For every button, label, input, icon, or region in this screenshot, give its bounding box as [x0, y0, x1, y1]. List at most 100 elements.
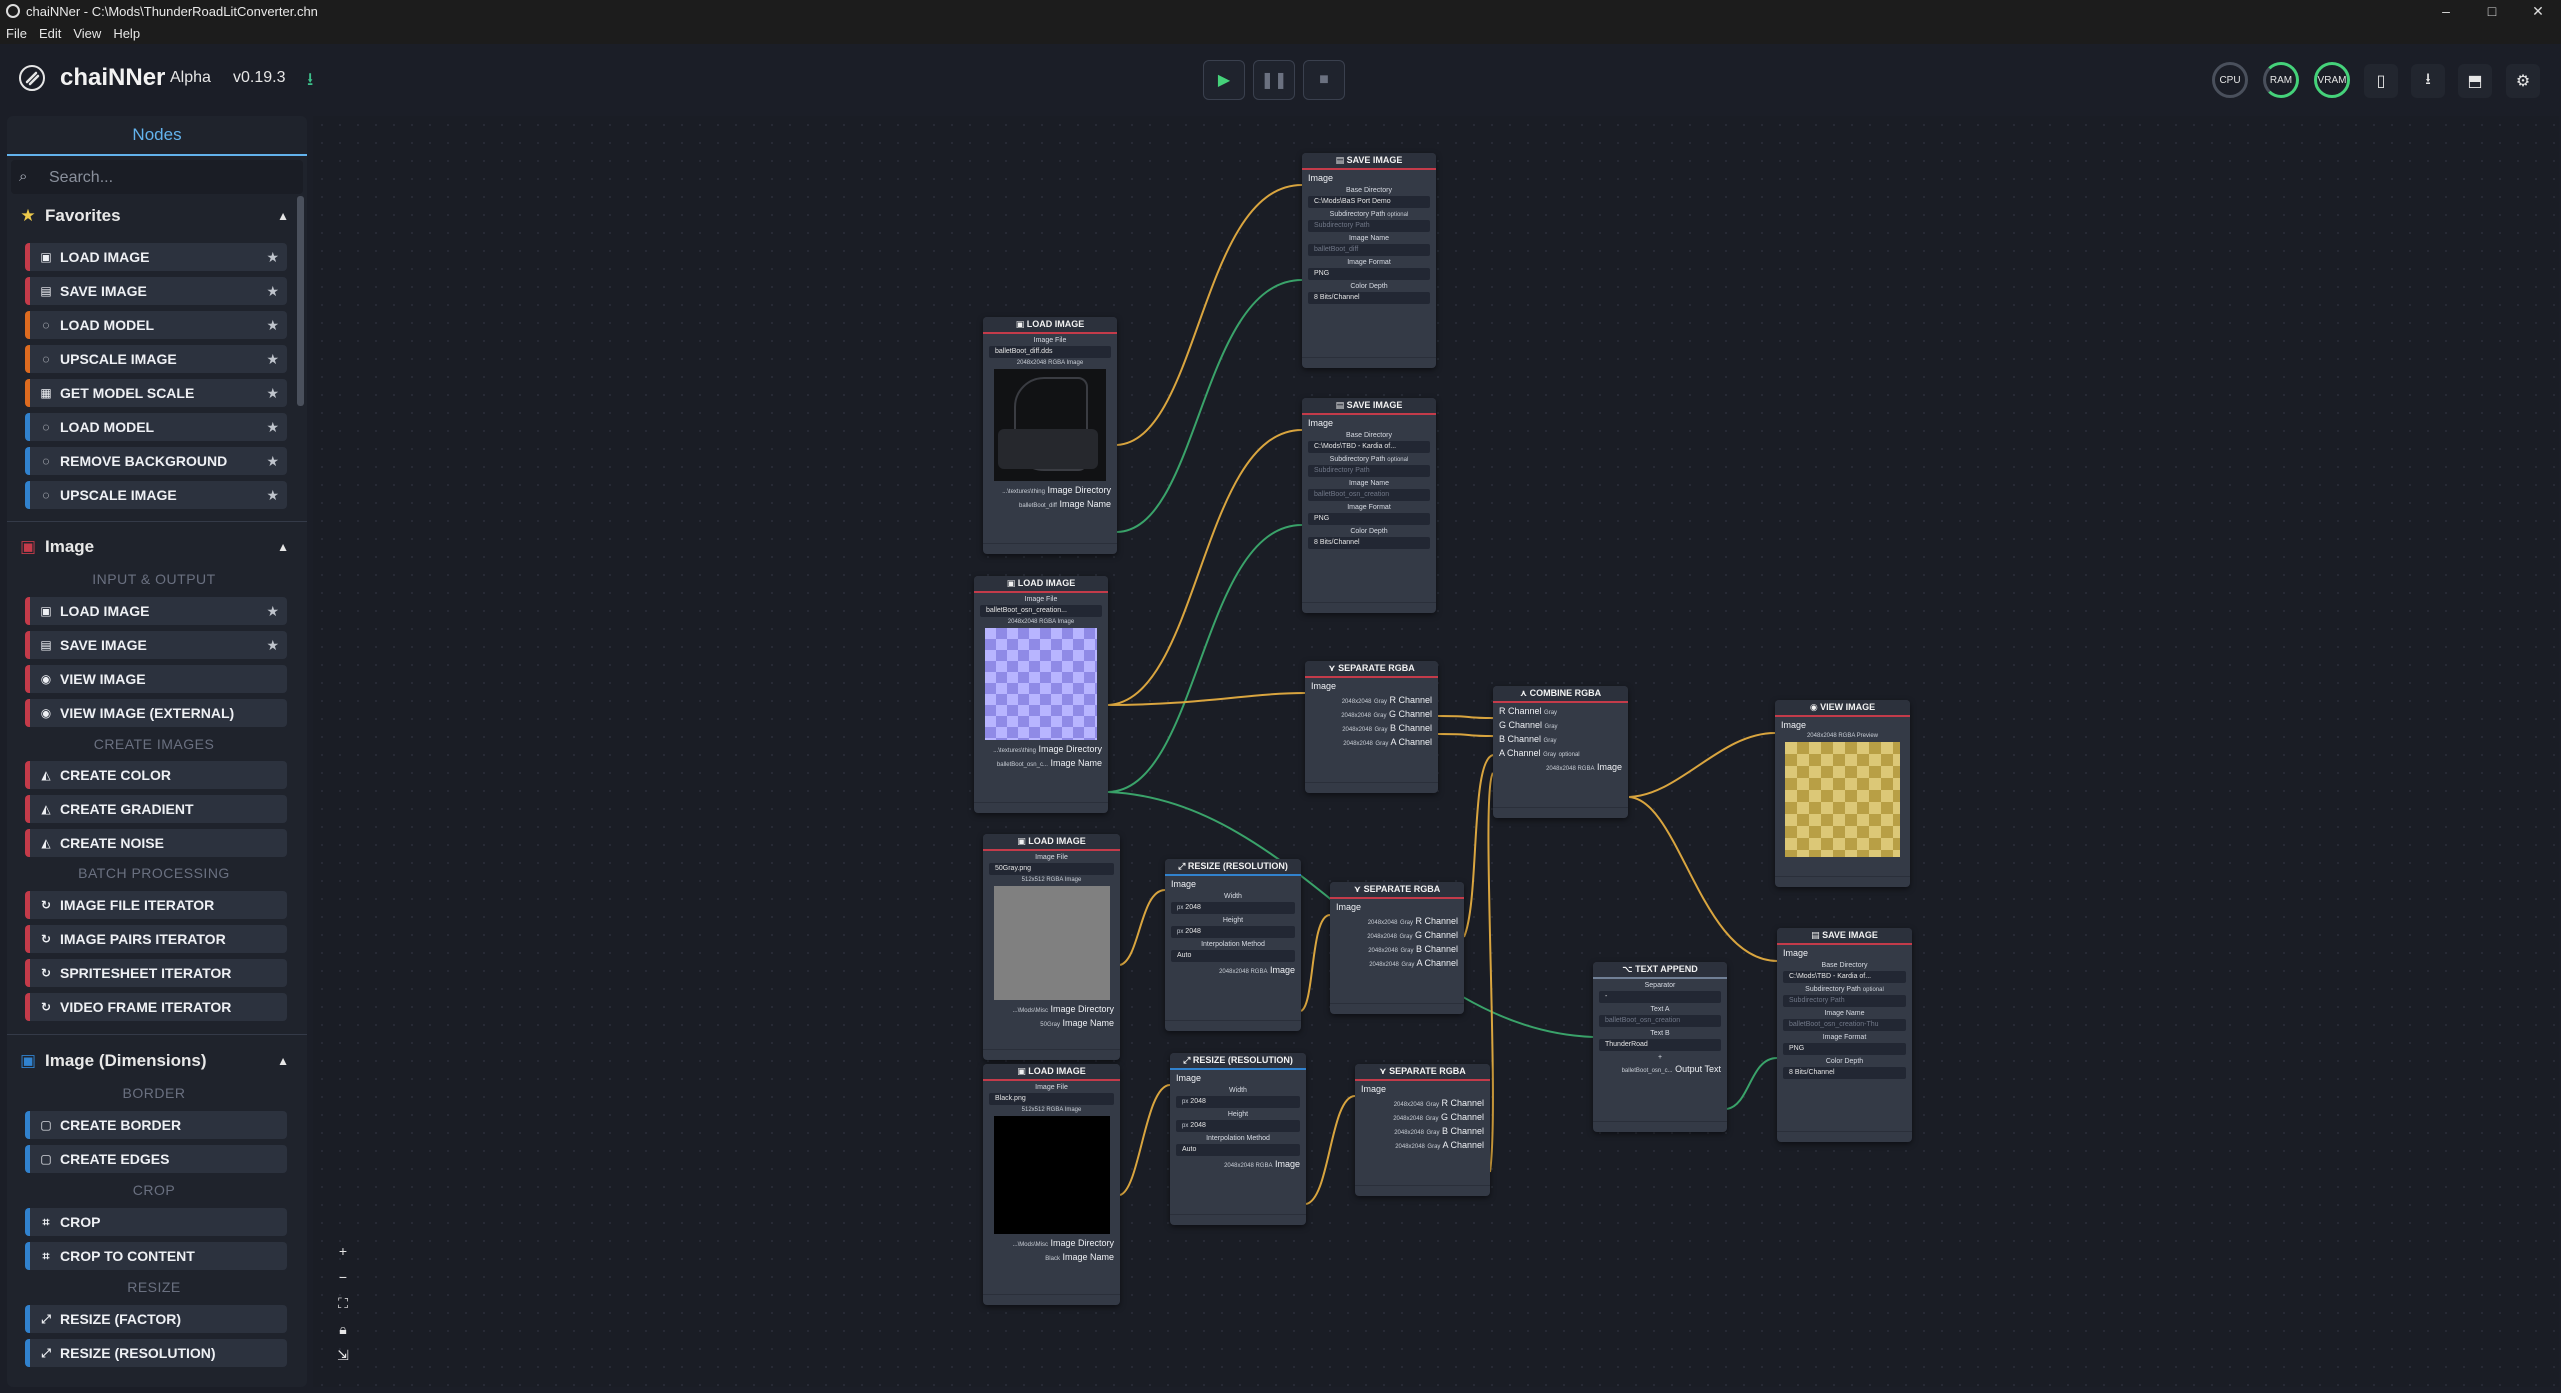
- favorite-get-model-scale[interactable]: ▦GET MODEL SCALE★: [25, 379, 287, 407]
- color-depth-select[interactable]: 8 Bits/Channel: [1308, 537, 1430, 549]
- node-create-noise[interactable]: ◭CREATE NOISE: [25, 829, 287, 857]
- node-header[interactable]: ⋎ SEPARATE RGBA: [1355, 1064, 1490, 1081]
- input-a-channel[interactable]: A Channel Gray optional: [1499, 748, 1580, 758]
- node-resize-factor[interactable]: ⤢RESIZE (FACTOR): [25, 1305, 287, 1333]
- node-resize-resolution[interactable]: ⤢ RESIZE (RESOLUTION) Image Width px 204…: [1165, 859, 1301, 1031]
- input-image[interactable]: Image: [1311, 681, 1337, 691]
- output-a-channel[interactable]: 2048x2048 Gray A Channel: [1343, 737, 1432, 747]
- tab-nodes[interactable]: Nodes: [7, 116, 307, 156]
- menu-help[interactable]: Help: [113, 25, 141, 41]
- output-image-directory[interactable]: ...\textures\thing Image Directory: [1002, 485, 1111, 495]
- node-image-file-iterator[interactable]: ↻IMAGE FILE ITERATOR: [25, 891, 287, 919]
- output-g-channel[interactable]: 2048x2048 Gray G Channel: [1393, 1112, 1484, 1122]
- node-header[interactable]: ▣ LOAD IMAGE: [974, 576, 1108, 593]
- output-image-name[interactable]: balletBoot_osn_c... Image Name: [996, 758, 1102, 768]
- favorite-save-image[interactable]: ▤SAVE IMAGE★: [25, 277, 287, 305]
- node-separate-rgba[interactable]: ⋎ SEPARATE RGBA Image 2048x2048 Gray R C…: [1305, 661, 1438, 793]
- subdirectory-field[interactable]: Subdirectory Path: [1308, 220, 1430, 232]
- output-image[interactable]: 2048x2048 RGBA Image: [1219, 965, 1295, 975]
- node-header[interactable]: ▤ SAVE IMAGE: [1302, 398, 1436, 415]
- output-b-channel[interactable]: 2048x2048 Gray B Channel: [1342, 723, 1432, 733]
- output-r-channel[interactable]: 2048x2048 Gray R Channel: [1341, 695, 1432, 705]
- input-r-channel[interactable]: R Channel Gray: [1499, 706, 1558, 716]
- favorite-load-image[interactable]: ▣LOAD IMAGE★: [25, 243, 287, 271]
- image-name-field[interactable]: balletBoot_diff: [1308, 244, 1430, 256]
- image-file-field[interactable]: balletBoot_diff.dds: [989, 346, 1111, 358]
- node-header[interactable]: ▤ SAVE IMAGE: [1302, 153, 1436, 170]
- category-image-dimensions[interactable]: ▣ Image (Dimensions) ▲: [19, 1051, 289, 1070]
- output-a-channel[interactable]: 2048x2048 Gray A Channel: [1395, 1140, 1484, 1150]
- menu-edit[interactable]: Edit: [38, 25, 62, 41]
- favorite-load-model-onnx[interactable]: ◌LOAD MODEL★: [25, 413, 287, 441]
- lock-icon[interactable]: 🔒︎: [339, 1321, 347, 1337]
- subdirectory-field[interactable]: Subdirectory Path: [1308, 465, 1430, 477]
- node-separate-rgba[interactable]: ⋎ SEPARATE RGBA Image 2048x2048 Gray R C…: [1355, 1064, 1490, 1196]
- base-directory-field[interactable]: C:\Mods\TBD - Kardia of...: [1783, 971, 1906, 983]
- node-crop[interactable]: ⌗CROP: [25, 1208, 287, 1236]
- star-icon[interactable]: ★: [266, 248, 279, 265]
- input-image[interactable]: Image: [1171, 879, 1197, 889]
- width-input[interactable]: px 2048: [1171, 902, 1295, 914]
- node-spritesheet-iterator[interactable]: ↻SPRITESHEET ITERATOR: [25, 959, 287, 987]
- output-image-name[interactable]: 50Gray Image Name: [1040, 1018, 1114, 1028]
- input-image[interactable]: Image: [1176, 1073, 1202, 1083]
- star-icon[interactable]: ★: [266, 316, 279, 333]
- node-header[interactable]: ⋎ SEPARATE RGBA: [1305, 661, 1438, 678]
- star-icon[interactable]: ★: [266, 418, 279, 435]
- color-depth-select[interactable]: 8 Bits/Channel: [1783, 1067, 1906, 1079]
- dependency-manager-icon[interactable]: ⬒: [2458, 64, 2492, 98]
- output-image[interactable]: 2048x2048 RGBA Image: [1224, 1159, 1300, 1169]
- width-input[interactable]: px 2048: [1176, 1096, 1300, 1108]
- node-text-append[interactable]: ⌥ TEXT APPEND Separator - Text A balletB…: [1593, 962, 1727, 1132]
- base-directory-field[interactable]: C:\Mods\TBD - Kardia of...: [1308, 441, 1430, 453]
- node-load-image[interactable]: ▣ LOAD IMAGE Image File balletBoot_diff.…: [983, 317, 1117, 554]
- star-icon[interactable]: ★: [266, 350, 279, 367]
- node-separate-rgba[interactable]: ⋎ SEPARATE RGBA Image 2048x2048 Gray R C…: [1330, 882, 1464, 1014]
- close-button[interactable]: ✕: [2532, 3, 2544, 19]
- download-icon[interactable]: ⭳: [2411, 64, 2445, 98]
- output-image-directory[interactable]: ...\textures\thing Image Directory: [993, 744, 1102, 754]
- interpolation-select[interactable]: Auto: [1171, 950, 1295, 962]
- menu-view[interactable]: View: [73, 25, 102, 41]
- favorite-remove-background[interactable]: ◌REMOVE BACKGROUND★: [25, 447, 287, 475]
- image-format-select[interactable]: PNG: [1783, 1043, 1906, 1055]
- node-header[interactable]: ▣ LOAD IMAGE: [983, 1064, 1120, 1081]
- node-header[interactable]: ⋏ COMBINE RGBA: [1493, 686, 1628, 703]
- node-crop-to-content[interactable]: ⌗CROP TO CONTENT: [25, 1242, 287, 1270]
- output-image-directory[interactable]: ...\Mods\Misc Image Directory: [1012, 1004, 1114, 1014]
- input-image[interactable]: Image: [1361, 1084, 1387, 1094]
- download-update-icon[interactable]: ⭳: [307, 69, 314, 89]
- input-image[interactable]: Image: [1308, 418, 1334, 428]
- star-icon[interactable]: ★: [266, 384, 279, 401]
- zoom-out-icon[interactable]: −: [338, 1269, 348, 1285]
- interpolation-select[interactable]: Auto: [1176, 1144, 1300, 1156]
- minimize-button[interactable]: –: [2442, 3, 2450, 19]
- node-video-frame-iterator[interactable]: ↻VIDEO FRAME ITERATOR: [25, 993, 287, 1021]
- bookmark-icon[interactable]: ▯: [2364, 64, 2398, 98]
- node-header[interactable]: ⌥ TEXT APPEND: [1593, 962, 1727, 979]
- menu-file[interactable]: File: [6, 25, 27, 41]
- output-r-channel[interactable]: 2048x2048 Gray R Channel: [1393, 1098, 1484, 1108]
- node-header[interactable]: ⤢ RESIZE (RESOLUTION): [1170, 1053, 1306, 1070]
- node-load-image[interactable]: ▣LOAD IMAGE★: [25, 597, 287, 625]
- node-header[interactable]: ▣ LOAD IMAGE: [983, 317, 1117, 334]
- node-header[interactable]: ⤢ RESIZE (RESOLUTION): [1165, 859, 1301, 876]
- run-button[interactable]: ▶: [1203, 60, 1245, 100]
- output-b-channel[interactable]: 2048x2048 Gray B Channel: [1368, 944, 1458, 954]
- star-icon[interactable]: ★: [266, 486, 279, 503]
- text-b-input[interactable]: ThunderRoad: [1599, 1039, 1721, 1051]
- favorite-upscale-image-onnx[interactable]: ◌UPSCALE IMAGE★: [25, 481, 287, 509]
- node-load-image[interactable]: ▣ LOAD IMAGE Image File balletBoot_osn_c…: [974, 576, 1108, 813]
- node-header[interactable]: ◉ VIEW IMAGE: [1775, 700, 1910, 717]
- node-save-image[interactable]: ▤ SAVE IMAGE Image Base Directory C:\Mod…: [1777, 928, 1912, 1142]
- input-image[interactable]: Image: [1783, 948, 1809, 958]
- input-image[interactable]: Image: [1308, 173, 1334, 183]
- maximize-button[interactable]: □: [2487, 3, 2497, 19]
- node-create-border[interactable]: ▢CREATE BORDER: [25, 1111, 287, 1139]
- subdirectory-field[interactable]: Subdirectory Path: [1783, 995, 1906, 1007]
- image-format-select[interactable]: PNG: [1308, 513, 1430, 525]
- node-create-edges[interactable]: ▢CREATE EDGES: [25, 1145, 287, 1173]
- image-name-field[interactable]: balletBoot_osn_creation-Thu: [1783, 1019, 1906, 1031]
- image-name-field[interactable]: balletBoot_osn_creation: [1308, 489, 1430, 501]
- output-a-channel[interactable]: 2048x2048 Gray A Channel: [1369, 958, 1458, 968]
